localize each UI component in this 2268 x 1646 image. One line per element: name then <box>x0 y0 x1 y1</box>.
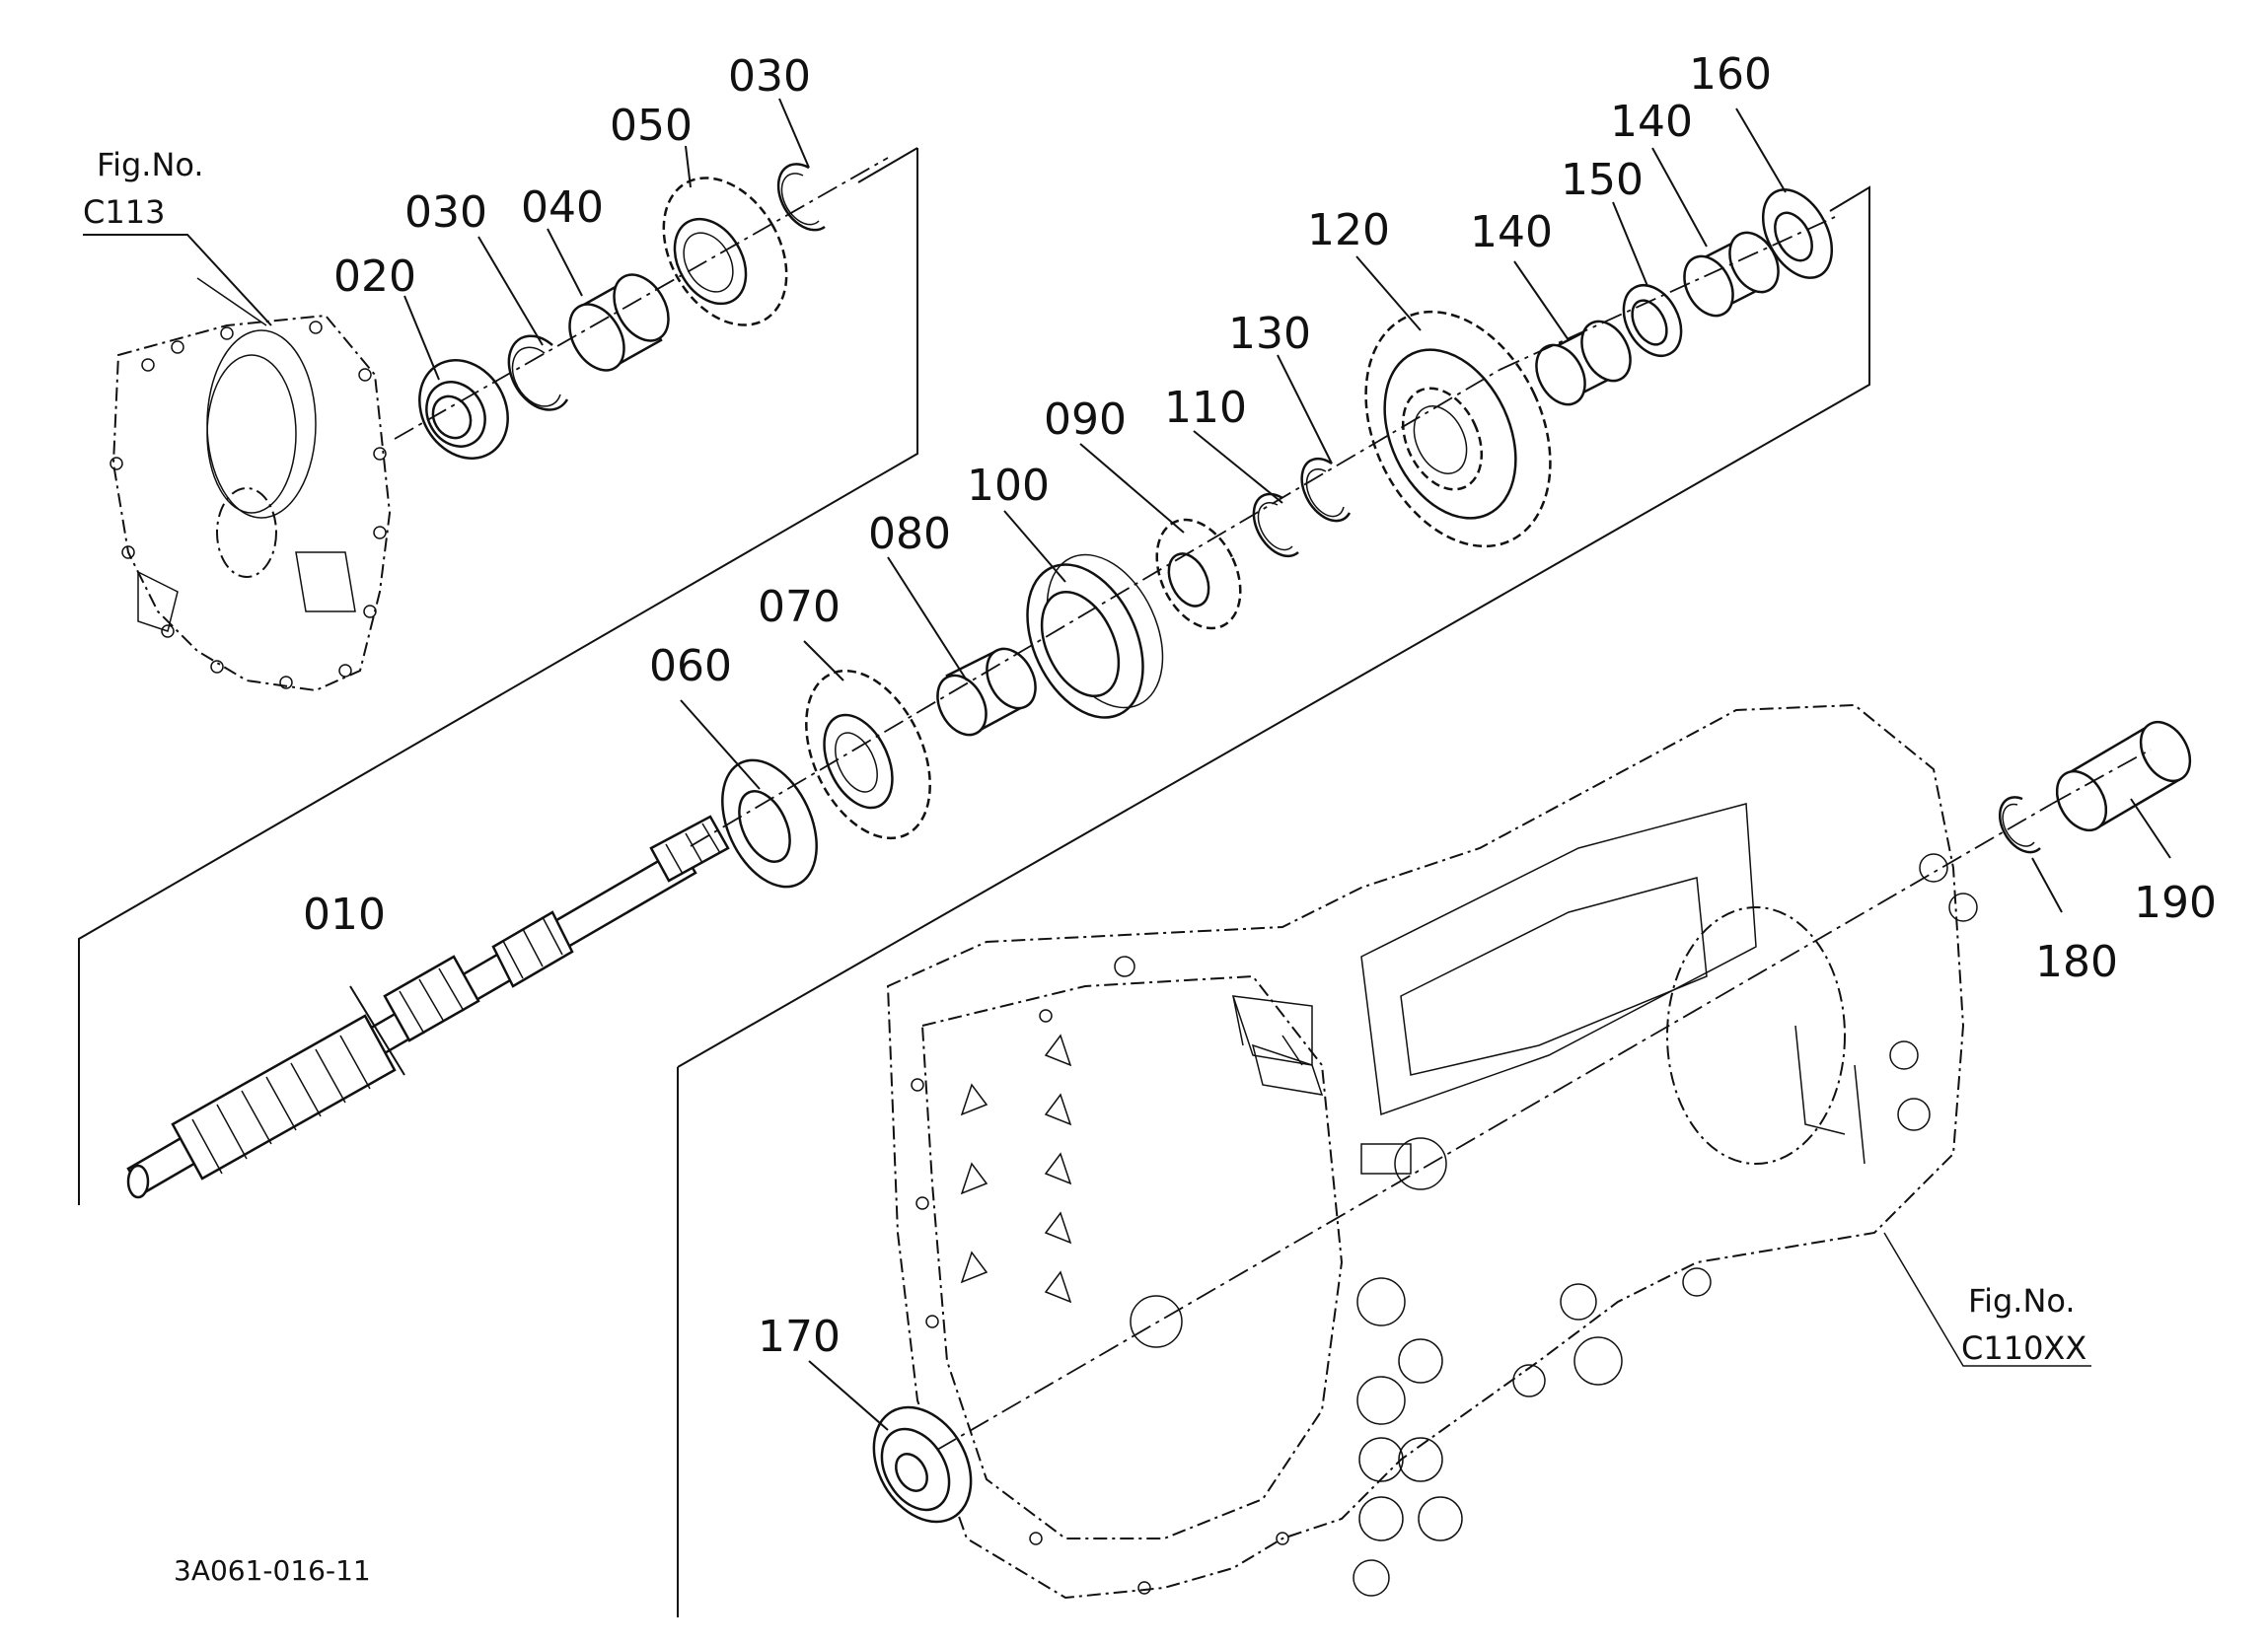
transmission-case <box>886 703 2091 1600</box>
part-010-shaft <box>126 815 730 1199</box>
part-060-thrust-washer <box>721 758 818 889</box>
label-160: 160 <box>1689 49 1772 100</box>
part-180-snap-ring <box>1999 796 2041 854</box>
label-130: 130 <box>1228 309 1311 359</box>
label-030-b: 030 <box>728 51 811 102</box>
part-110-snap-ring <box>1252 492 1299 558</box>
label-070: 070 <box>758 582 841 632</box>
figure-ref-c110xx-top: Fig.No. <box>1968 1282 2076 1320</box>
label-150: 150 <box>1561 155 1644 205</box>
label-020: 020 <box>333 251 416 302</box>
part-170-bearing <box>872 1405 973 1524</box>
middle-group-frame <box>677 185 1870 1617</box>
label-120: 120 <box>1307 205 1390 255</box>
part-090-hub <box>1155 518 1242 630</box>
label-080: 080 <box>868 509 951 559</box>
label-040: 040 <box>521 182 604 233</box>
part-120-gear <box>1364 310 1552 548</box>
part-070-gear <box>805 669 931 840</box>
part-030-snap-ring-a <box>507 334 569 411</box>
part-020-bearing <box>418 359 509 460</box>
label-140-a: 140 <box>1470 207 1553 257</box>
label-100: 100 <box>967 461 1050 511</box>
part-080-needle-bearing <box>936 647 1037 737</box>
bell-housing <box>110 277 392 692</box>
part-140-needle-bearing-a <box>1535 320 1632 406</box>
label-050: 050 <box>610 101 693 151</box>
figure-ref-c110xx: Fig.No. C110XX <box>1961 1282 2086 1367</box>
label-190: 190 <box>2134 878 2217 928</box>
part-040-sleeve <box>568 273 670 372</box>
part-100-shifter-sleeve <box>1026 553 1164 719</box>
figure-ref-c113-top: Fig.No. <box>97 146 204 183</box>
part-130-snap-ring <box>1300 457 1352 523</box>
figure-ref-c113: Fig.No. C113 <box>83 146 272 326</box>
label-110: 110 <box>1164 383 1247 433</box>
label-010: 010 <box>303 890 386 940</box>
center-lines <box>394 157 2152 1451</box>
part-190-bushing <box>2055 720 2192 832</box>
label-140-b: 140 <box>1610 97 1693 147</box>
label-060: 060 <box>649 641 732 691</box>
label-170: 170 <box>758 1312 841 1362</box>
figure-ref-c113-bottom: C113 <box>83 193 165 231</box>
leader-lines <box>349 98 2171 1431</box>
drawing-code: 3A061-016-11 <box>174 1554 371 1587</box>
label-180: 180 <box>2035 937 2118 987</box>
upper-group-frame <box>78 147 918 1205</box>
label-030-a: 030 <box>404 187 487 238</box>
part-150-collar <box>1622 284 1683 357</box>
label-090: 090 <box>1044 394 1127 445</box>
part-labels: 010 020 030 040 050 030 060 070 080 100 … <box>303 49 2217 1362</box>
figure-ref-c110xx-bottom: C110XX <box>1961 1329 2086 1367</box>
